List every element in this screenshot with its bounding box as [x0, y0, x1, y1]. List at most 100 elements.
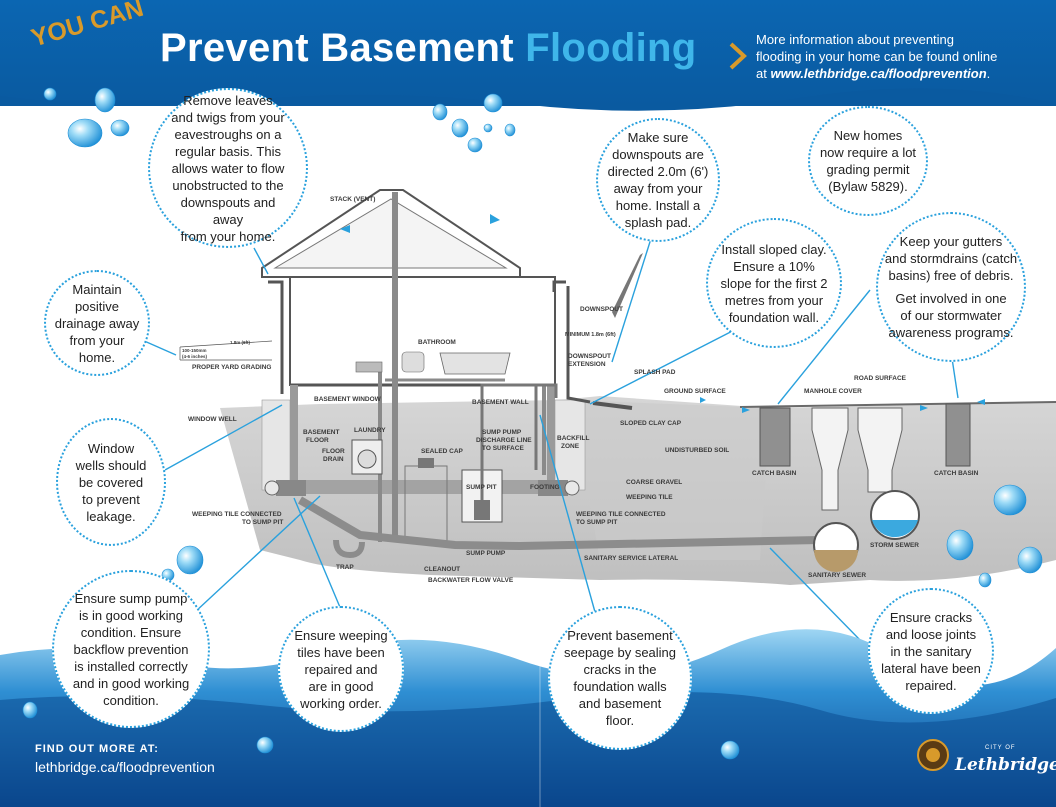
label-grading-length: 1.8m (6ft) [230, 340, 251, 345]
tip-line: condition. Ensure [80, 624, 182, 640]
label-coarse-gravel: COARSE GRAVEL [626, 479, 683, 486]
label-backfill-1: BACKFILL [557, 435, 590, 442]
logo-city-of: CITY OF [985, 745, 1016, 751]
label-sealed-cap: SEALED CAP [421, 448, 463, 455]
tip-line: Remove leaves [183, 92, 273, 108]
tip-line: away from your [613, 181, 703, 196]
city-crest-icon [918, 740, 948, 770]
tip-lateral: Ensure cracks and loose joints in the sa… [868, 588, 994, 714]
tip-window-wells: Window wells should be covered to preven… [56, 418, 166, 546]
info-line-2: flooding in your home can be found onlin… [756, 49, 998, 64]
label-downspout-ext-2: EXTENSION [568, 361, 606, 368]
label-catch-basin-left: CATCH BASIN [752, 470, 797, 477]
tip-line: now require a lot [819, 145, 917, 160]
tip-line: home. Install a [615, 198, 701, 213]
logo-name: Lethbridge [955, 755, 1056, 775]
label-wt-connected-right-2: TO SUMP PIT [576, 519, 618, 526]
tip-line: Ensure sump pump [74, 590, 188, 606]
tip-line: cracks in the [583, 662, 657, 677]
tip-line: eavestroughs on a [174, 126, 282, 142]
label-downspout: DOWNSPOUT [580, 306, 623, 313]
tip-line: and basement [578, 696, 662, 711]
tip-downspouts: Make sure downspouts are directed 2.0m (… [596, 118, 720, 242]
label-basement-window: BASEMENT WINDOW [314, 396, 381, 403]
label-trap: TRAP [336, 564, 354, 571]
header-info: More information about preventing floodi… [756, 31, 1046, 82]
label-weeping-tile: WEEPING TILE [626, 494, 673, 501]
label-laundry: LAUNDRY [354, 427, 386, 434]
tip-line: splash pad. [624, 215, 692, 230]
tip-line: Ensure a 10% [733, 258, 815, 274]
label-road-surface: ROAD SURFACE [854, 375, 907, 382]
tip-line: Prevent basement [567, 628, 673, 643]
tip-line: downspouts and away [180, 194, 276, 227]
tip-line: downspouts are [612, 147, 704, 162]
tip-line: drainage away [54, 315, 140, 331]
label-minimum: MINIMUM 1.8m (6ft) [565, 332, 616, 338]
label-window-well: WINDOW WELL [188, 416, 237, 423]
label-footing: FOOTING [530, 484, 560, 491]
label-sump-discharge-3: TO SURFACE [482, 445, 524, 452]
info-line-3: at www.lethbridge.ca/floodprevention. [756, 65, 1046, 82]
tip-line: positive [74, 298, 120, 314]
label-grading-dim-2: (4-6 inches) [182, 354, 208, 359]
label-cleanout: CLEANOUT [424, 566, 461, 573]
label-stack-vent: STACK (VENT) [330, 196, 376, 203]
tip-line: and loose joints [885, 626, 977, 642]
tip-line: New homes [833, 128, 903, 143]
label-sump-discharge-1: SUMP PUMP [482, 429, 522, 436]
info-suffix: . [986, 66, 991, 81]
tip-line: from your [69, 332, 125, 348]
label-proper-yard-grading: PROPER YARD GRADING [192, 364, 272, 371]
tip-sloped-clay: Install sloped clay. Ensure a 10% slope … [706, 218, 842, 348]
tip-line: foundation wall. [728, 309, 820, 325]
tip-seepage: Prevent basement seepage by sealing crac… [548, 606, 692, 750]
label-basement-wall: BASEMENT WALL [472, 399, 529, 406]
tip-line: leakage. [86, 508, 136, 524]
tip-line: Get involved in one [895, 291, 1007, 306]
tip-weeping-tiles: Ensure weeping tiles have been repaired … [278, 606, 404, 732]
label-basement-floor-1: BASEMENT [303, 429, 340, 436]
tip-line: repaired. [905, 677, 957, 693]
label-sump-pump: SUMP PUMP [466, 550, 506, 557]
footer-link[interactable]: lethbridge.ca/floodprevention [35, 759, 215, 775]
tip-line: directed 2.0m (6') [607, 164, 709, 179]
tip-line: are in good [308, 678, 374, 694]
tip-line: and in good working [72, 675, 190, 691]
tip-line: tiles have been [297, 644, 385, 660]
tip-line: from your home. [180, 228, 276, 244]
footer-find-out-label: FIND OUT MORE AT: [35, 743, 159, 755]
tip-line: (Bylaw 5829). [828, 179, 908, 194]
label-sloped-clay-cap: SLOPED CLAY CAP [620, 420, 682, 427]
label-backwater-valve: BACKWATER FLOW VALVE [428, 577, 514, 584]
tip-line: Keep your gutters [899, 234, 1003, 249]
info-link[interactable]: www.lethbridge.ca/floodprevention [770, 66, 987, 81]
label-manhole-cover: MANHOLE COVER [804, 388, 862, 395]
label-sump-pit: SUMP PIT [466, 484, 497, 491]
tip-line: metres from your [724, 292, 824, 308]
tip-line: floor. [605, 713, 635, 728]
tip-eavestroughs: Remove leaves and twigs from your eavest… [148, 88, 308, 248]
tip-line: seepage by sealing [563, 645, 677, 660]
tip-drainage: Maintain positive drainage away from you… [44, 270, 150, 376]
tip-line: repaired and [304, 661, 378, 677]
tip-line: condition. [103, 692, 159, 708]
label-bathroom: BATHROOM [418, 339, 456, 346]
label-wt-connected-left-2: TO SUMP PIT [242, 519, 284, 526]
tip-line: allows water to flow [171, 160, 285, 176]
label-basement-floor-2: FLOOR [306, 437, 329, 444]
tip-line: Make sure [627, 130, 689, 145]
label-wt-connected-left-1: WEEPING TILE CONNECTED [192, 511, 282, 518]
title-accent: Flooding [525, 26, 697, 70]
tip-line: awareness programs. [888, 325, 1014, 340]
info-prefix: at [756, 66, 771, 81]
label-grading-dim-1: 100-150mm [182, 348, 207, 353]
tip-line: of our stormwater [900, 308, 1002, 323]
label-splash-pad: SPLASH PAD [634, 369, 676, 376]
label-downspout-ext-1: DOWNSPOUT [568, 353, 611, 360]
label-wt-connected-right-1: WEEPING TILE CONNECTED [576, 511, 666, 518]
tip-line: to prevent [82, 491, 140, 507]
label-catch-basin-right: CATCH BASIN [934, 470, 979, 477]
tip-line: Install sloped clay. [721, 241, 827, 257]
